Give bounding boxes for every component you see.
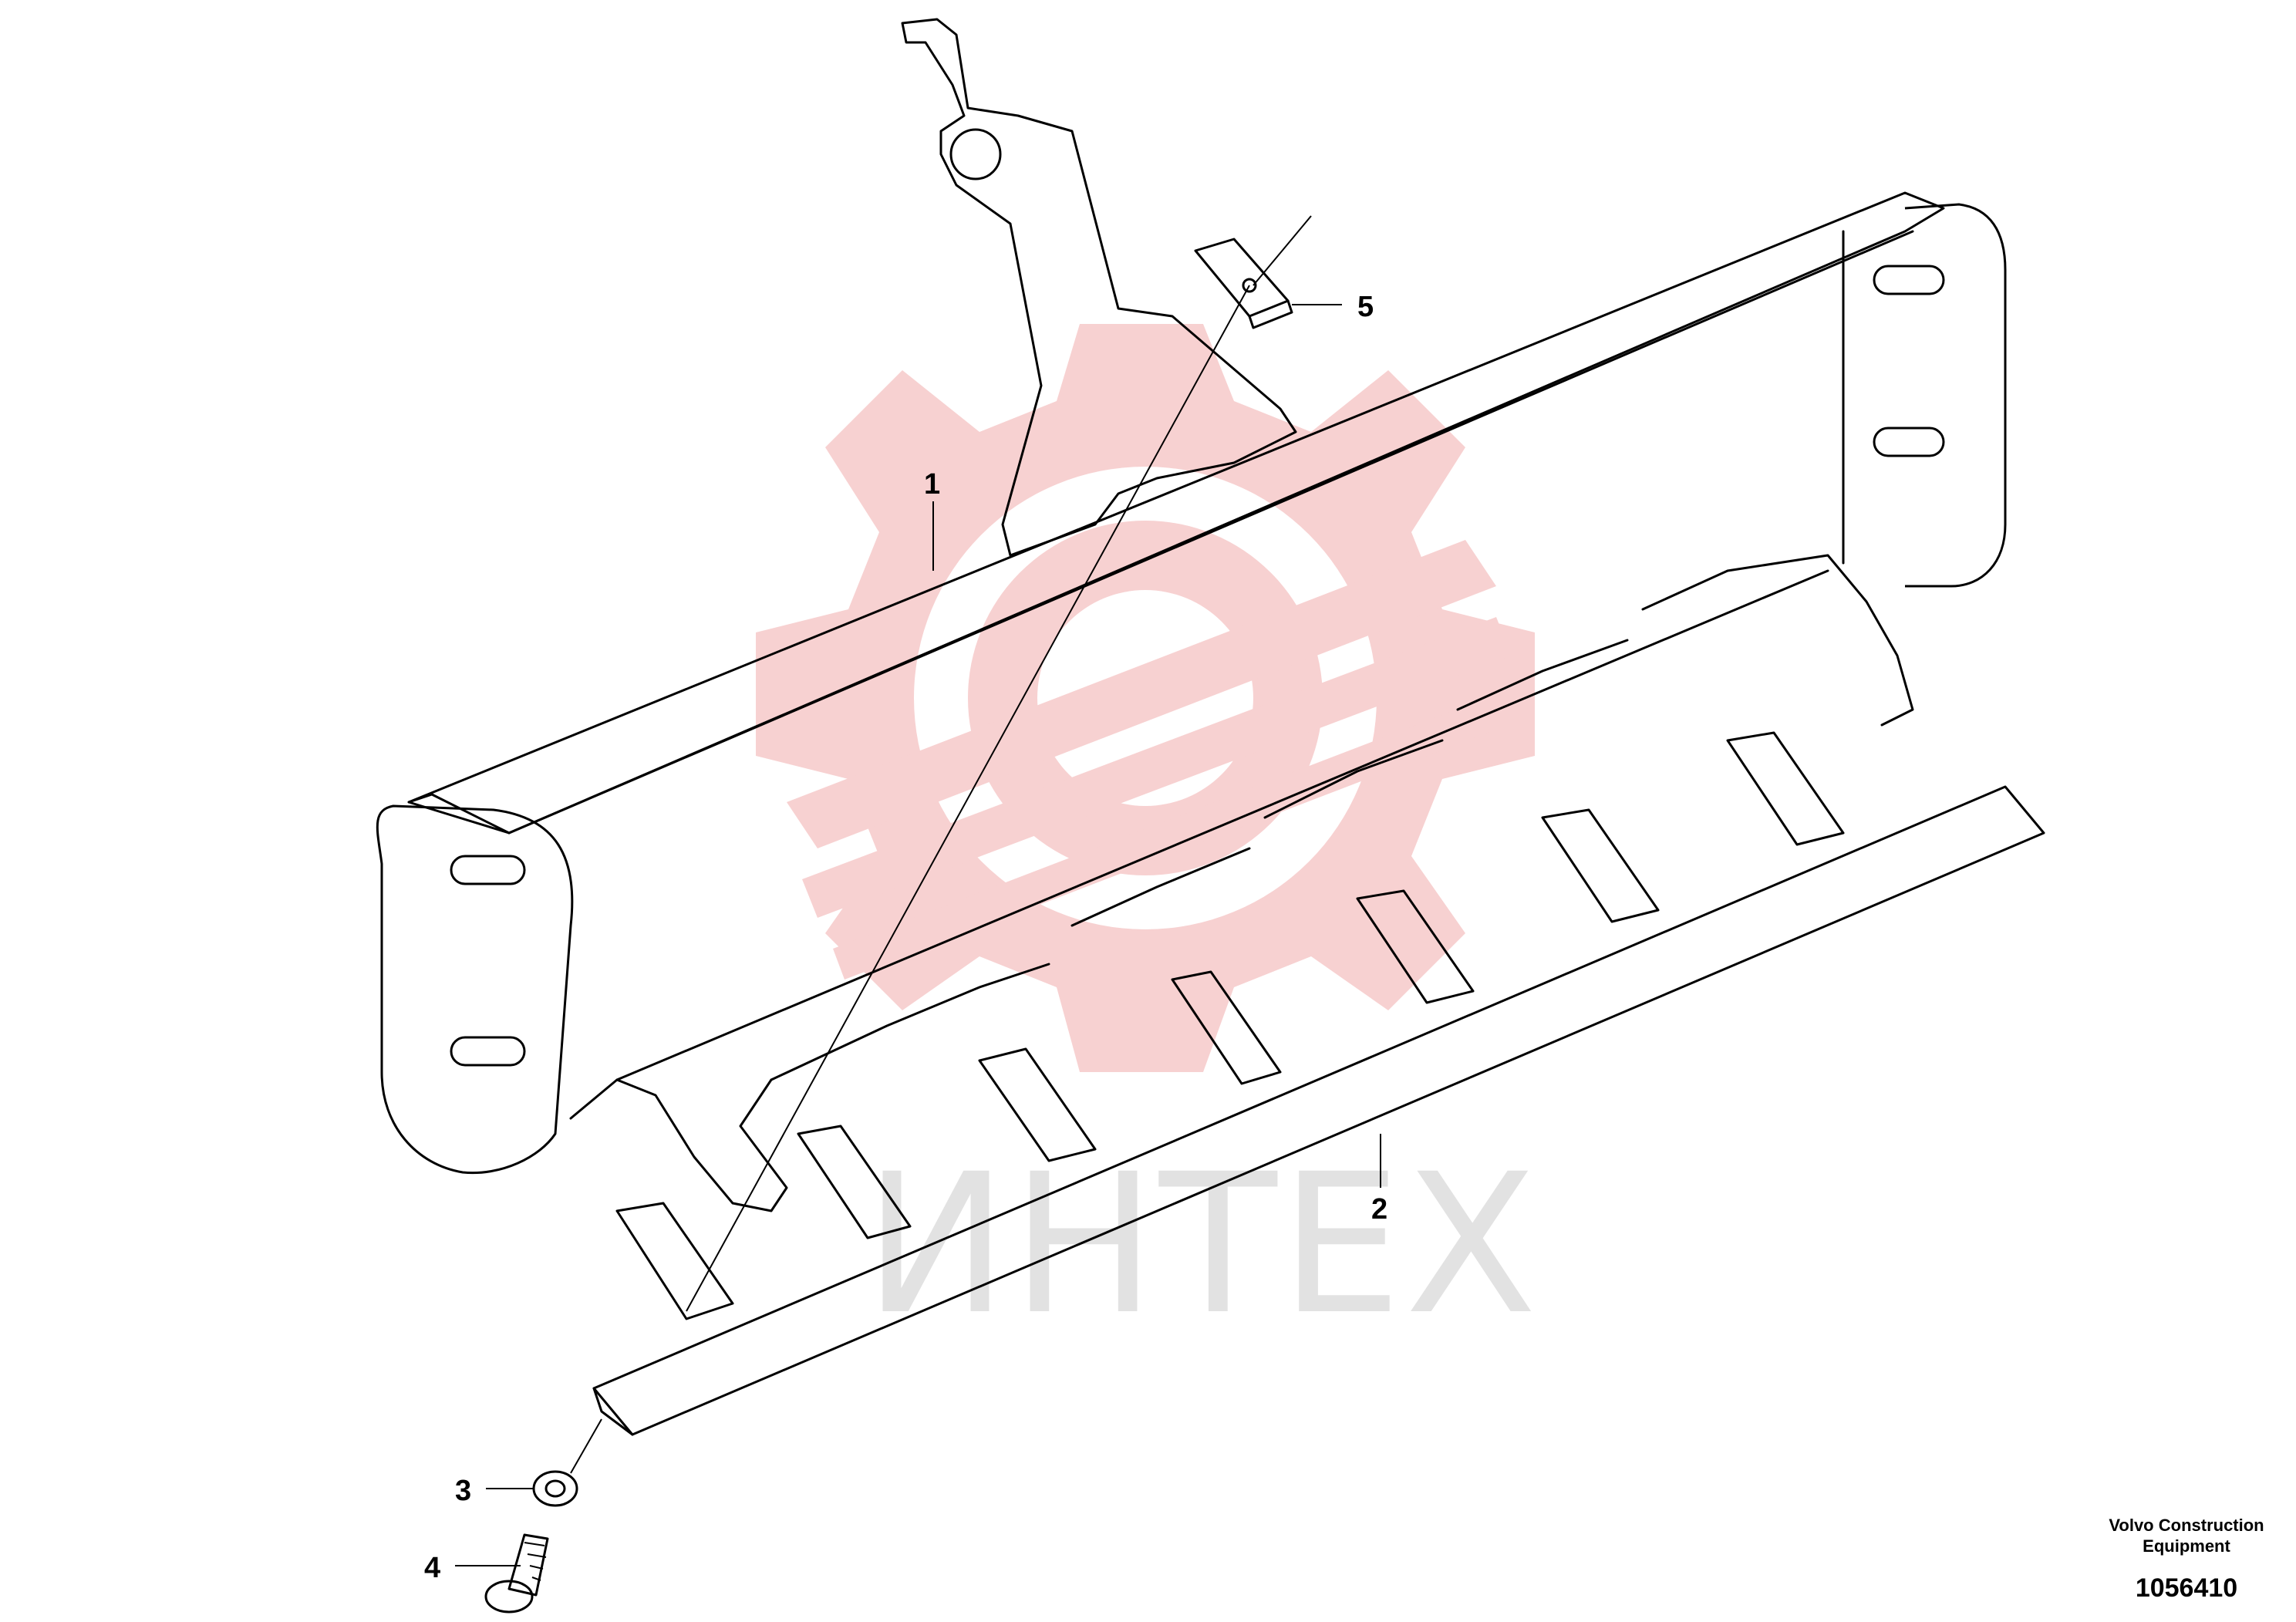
- callout-5: 5: [1357, 291, 1374, 323]
- watermark-gear-icon: [756, 324, 1535, 1072]
- slot-icon: [1873, 427, 1945, 457]
- part-4-bolt: [484, 1533, 549, 1614]
- leader-lines: [455, 215, 1381, 1566]
- brand-line-1: Volvo Construction: [2109, 1516, 2264, 1535]
- part-1-frame: [376, 18, 2007, 1212]
- callout-2: 2: [1371, 1193, 1387, 1226]
- slot-icon: [450, 855, 526, 885]
- tooth-row: [615, 731, 1845, 1320]
- callout-3: 3: [455, 1475, 471, 1507]
- document-number: 1056410: [2136, 1573, 2237, 1603]
- part-2-wear-strip: [592, 731, 2045, 1436]
- part-5-plate: [1194, 238, 1293, 329]
- callout-1: 1: [924, 468, 940, 501]
- plate-hole-icon: [1242, 278, 1257, 293]
- watermark-text: ИНТЕХ: [864, 1132, 1540, 1357]
- slot-icon: [450, 1036, 526, 1067]
- bracket-hole-icon: [949, 128, 1002, 180]
- part-3-washer: [532, 1470, 578, 1507]
- brand-line-2: Equipment: [2143, 1536, 2230, 1556]
- slot-icon: [1873, 265, 1945, 295]
- callout-4: 4: [424, 1552, 440, 1584]
